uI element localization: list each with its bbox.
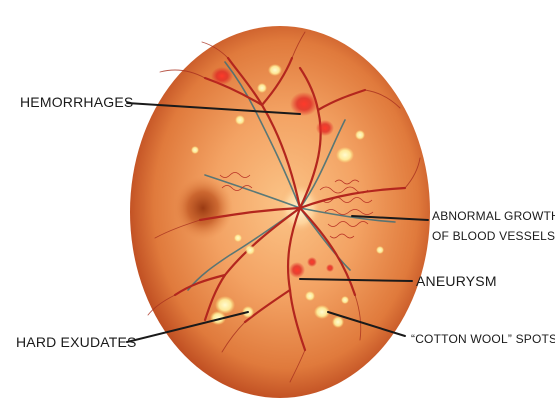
label-abnormal-growth: ABNORMAL GROWTH OF BLOOD VESSELS (432, 206, 555, 246)
hemorrhage-spot (290, 92, 318, 116)
label-hard-exudates: HARD EXUDATES (16, 334, 137, 350)
exudate-spot (257, 83, 267, 93)
exudate-spot (336, 147, 354, 163)
exudate-spot (235, 115, 245, 125)
hemorrhage-spot (307, 257, 317, 267)
hemorrhage-spot (289, 262, 305, 278)
cotton-wool-spot (332, 316, 344, 328)
exudate-spot (376, 246, 384, 254)
hemorrhage-spot (211, 67, 233, 85)
exudate-spot (245, 245, 255, 255)
label-abnormal-growth-line1: ABNORMAL GROWTH (432, 206, 555, 226)
label-abnormal-growth-line2: OF BLOOD VESSELS (432, 226, 555, 246)
exudate-spot (191, 146, 199, 154)
hemorrhage-spot (316, 120, 334, 136)
cotton-wool-spot (341, 296, 349, 304)
label-hemorrhages: HEMORRHAGES (20, 94, 133, 110)
hemorrhage-spot (326, 264, 334, 272)
exudate-spot (268, 64, 282, 76)
exudate-spot (355, 130, 365, 140)
exudate-spot (234, 234, 242, 242)
label-aneurysm: ANEURYSM (416, 273, 497, 289)
cotton-wool-spot (305, 291, 315, 301)
fovea (173, 176, 233, 240)
label-cotton-wool-spots: “COTTON WOOL” SPOTS (411, 329, 555, 349)
